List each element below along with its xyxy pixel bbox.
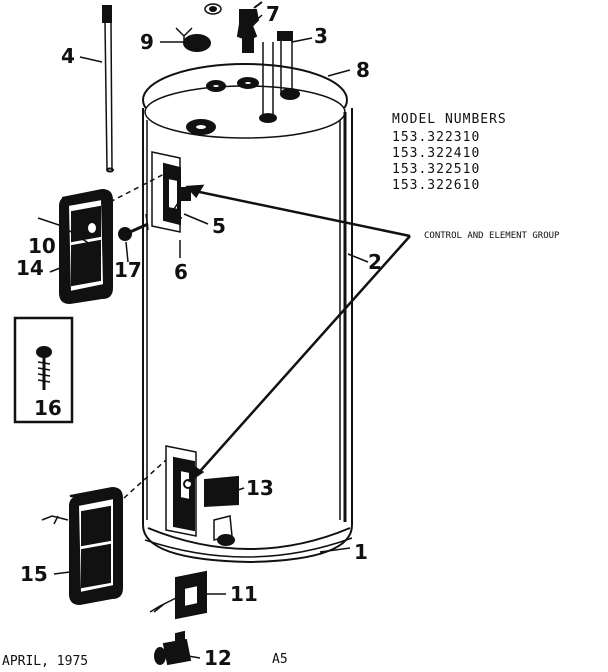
- callout-12: 12: [204, 646, 232, 670]
- footer-date: APRIL, 1975: [2, 654, 89, 669]
- group-label: CONTROL AND ELEMENT GROUP: [424, 231, 560, 241]
- rating-label: [204, 475, 239, 508]
- callout-11: 11: [230, 582, 258, 606]
- callout-3: 3: [314, 24, 328, 48]
- callout-17: 17: [114, 258, 142, 282]
- callout-14: 14: [16, 256, 44, 280]
- top-fittings: [183, 3, 300, 135]
- model-number: 153.322510: [392, 162, 481, 177]
- leader-lines: [37, 14, 369, 659]
- gasket: [175, 570, 207, 620]
- element-screw: [118, 213, 149, 241]
- tank: [142, 63, 353, 564]
- lower-cover: [69, 486, 123, 606]
- relief-valve: [236, 1, 263, 53]
- group-arrows: [185, 184, 411, 483]
- model-number: 153.322610: [392, 178, 481, 193]
- callout-7: 7: [266, 2, 280, 26]
- anode-rod: [102, 5, 114, 173]
- upper-access-opening: [151, 151, 191, 233]
- callout-9: 9: [140, 30, 154, 54]
- callout-2: 2: [368, 250, 382, 274]
- drain-fitting: [154, 630, 192, 666]
- callout-10: 10: [28, 234, 56, 258]
- model-number: 153.322410: [392, 146, 481, 161]
- callout-16: 16: [34, 396, 62, 420]
- lower-access-opening: [165, 445, 197, 537]
- footer-code: A5: [272, 652, 288, 667]
- screw-box: [13, 316, 74, 424]
- callout-15: 15: [20, 562, 48, 586]
- upper-cover: [59, 188, 113, 305]
- callout-13: 13: [246, 476, 274, 500]
- callout-5: 5: [212, 214, 226, 238]
- callout-4: 4: [61, 44, 75, 68]
- model-numbers-heading: MODEL NUMBERS: [392, 112, 507, 127]
- drain-valve: [213, 515, 235, 546]
- model-number: 153.322310: [392, 130, 481, 145]
- callout-6: 6: [174, 260, 188, 284]
- callout-8: 8: [356, 58, 370, 82]
- callout-1: 1: [354, 540, 368, 564]
